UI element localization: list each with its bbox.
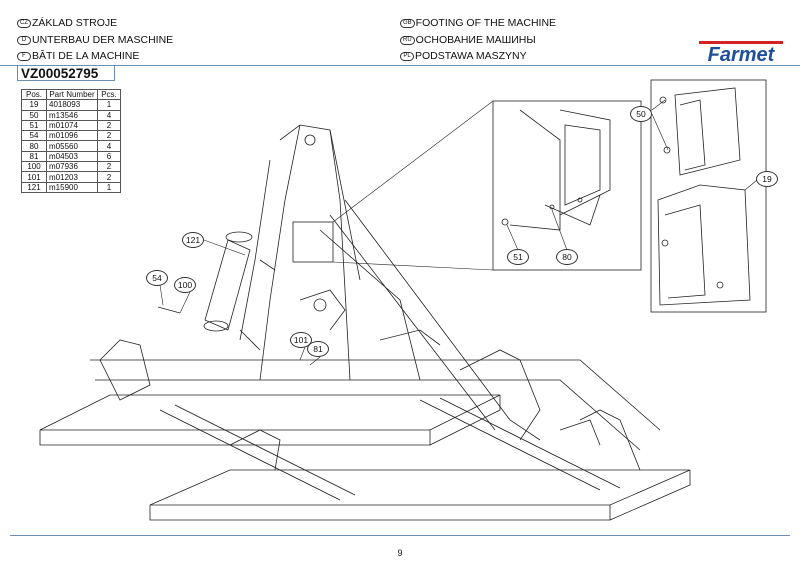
lang-badge: GB xyxy=(400,18,415,28)
callout-80: 80 xyxy=(556,249,578,265)
title-text: ОСНОВАНИЕ МАШИНЫ xyxy=(415,34,536,46)
page-number: 9 xyxy=(397,548,403,558)
callout-100: 100 xyxy=(174,277,196,293)
frame-lower xyxy=(39,359,691,521)
detail-marker xyxy=(292,221,334,263)
bolt xyxy=(157,306,181,314)
farmet-logo: Farmet xyxy=(699,41,783,64)
detail-box-2 xyxy=(650,79,767,313)
callout-121: 121 xyxy=(182,232,204,248)
callout-51: 51 xyxy=(507,249,529,265)
footer-rule xyxy=(10,535,790,536)
title-text: PODSTAWA MASZYNY xyxy=(415,50,527,62)
cylinder-part xyxy=(203,231,276,351)
callout-54: 54 xyxy=(146,270,168,286)
frame-side-brackets xyxy=(99,329,641,471)
lang-badge: CZ xyxy=(17,18,31,28)
detail-box-1 xyxy=(492,100,642,271)
title-text: BÂTI DE LA MACHINE xyxy=(32,50,140,62)
lang-badge: F xyxy=(17,51,31,61)
callout-19: 19 xyxy=(756,171,778,187)
callout-50: 50 xyxy=(630,106,652,122)
callout-101: 101 xyxy=(290,332,312,348)
lang-badge: RU xyxy=(400,35,415,45)
pcs-cell: 1 xyxy=(97,181,121,193)
svg-text:Farmet: Farmet xyxy=(708,44,776,64)
callout-81: 81 xyxy=(307,341,329,357)
lang-badge: PL xyxy=(400,51,414,61)
lang-badge: D xyxy=(17,35,31,45)
frame-tower xyxy=(239,124,541,441)
header-rule xyxy=(0,65,800,66)
title-text: ZÁKLAD STROJE xyxy=(32,17,118,29)
detail-1-drawing xyxy=(501,109,611,231)
title-text: FOOTING OF THE MACHINE xyxy=(415,17,557,29)
drawing-number: VZ00052795 xyxy=(17,65,115,81)
title-text: UNTERBAU DER MASCHINE xyxy=(32,34,174,46)
detail-2-drawing xyxy=(657,87,751,306)
